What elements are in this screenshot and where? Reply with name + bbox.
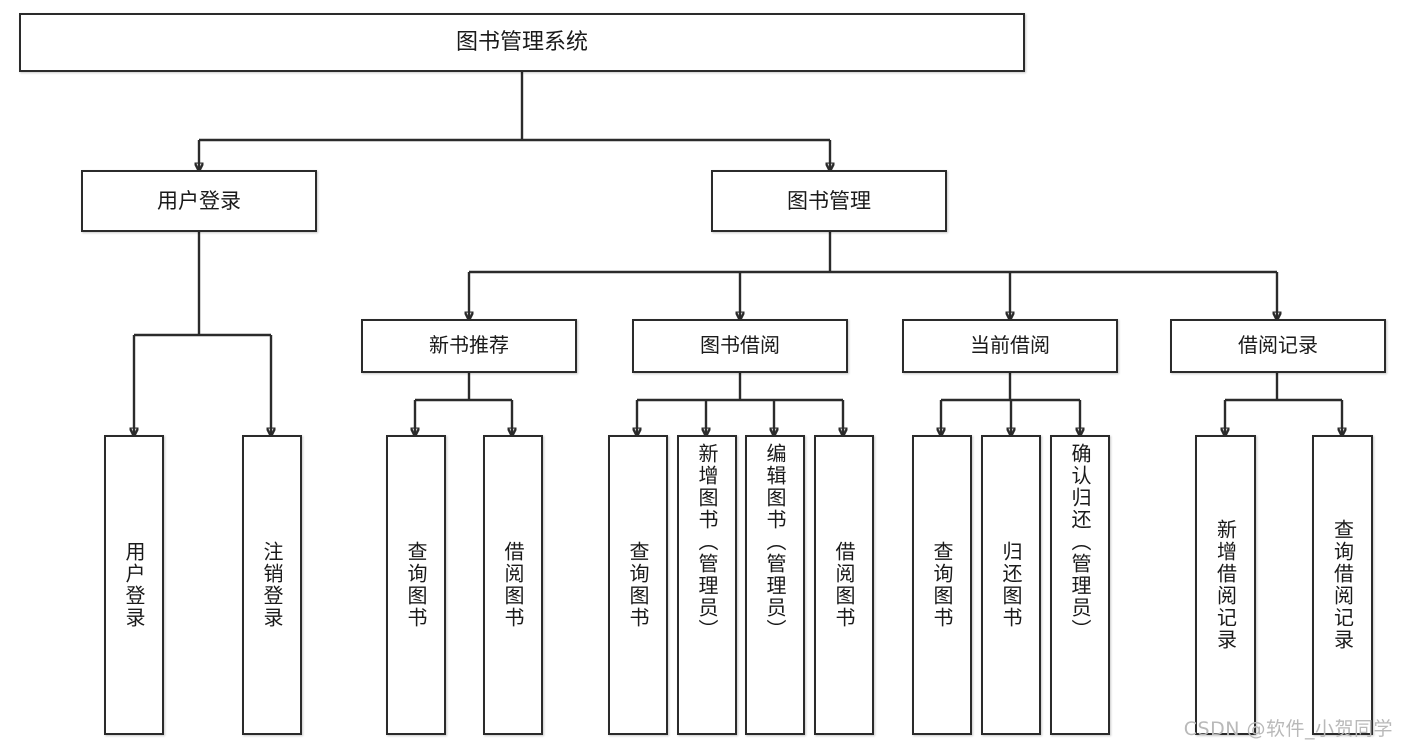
node-label: 图书管理系统	[455, 29, 588, 55]
node-borrow-record[interactable]: 借阅记录	[1170, 319, 1386, 373]
node-label: 借阅图书	[501, 541, 525, 629]
node-label: 查询借阅记录	[1330, 519, 1355, 651]
node-label: 编辑图书（管理员）	[763, 443, 787, 641]
node-leaf-edit-book-admin[interactable]: 编辑图书（管理员）	[745, 435, 805, 735]
node-leaf-return-book[interactable]: 归还图书	[981, 435, 1041, 735]
node-leaf-user-logout[interactable]: 注销登录	[242, 435, 302, 735]
node-label: 新书推荐	[429, 333, 509, 358]
node-leaf-user-login[interactable]: 用户登录	[104, 435, 164, 735]
node-user-login[interactable]: 用户登录	[81, 170, 317, 232]
node-label: 新增借阅记录	[1213, 519, 1238, 651]
node-leaf-query-book-borrow[interactable]: 查询图书	[608, 435, 668, 735]
node-root-book-management-system[interactable]: 图书管理系统	[19, 13, 1025, 72]
node-label: 借阅记录	[1238, 333, 1318, 358]
node-new-book-recommendation[interactable]: 新书推荐	[361, 319, 577, 373]
node-leaf-borrow-book[interactable]: 借阅图书	[814, 435, 874, 735]
node-label: 借阅图书	[832, 541, 856, 629]
node-leaf-add-book-admin[interactable]: 新增图书（管理员）	[677, 435, 737, 735]
node-label: 归还图书	[999, 541, 1023, 629]
node-label: 注销登录	[260, 541, 284, 629]
node-label: 查询图书	[404, 541, 428, 629]
node-leaf-confirm-return-admin[interactable]: 确认归还（管理员）	[1050, 435, 1110, 735]
node-label: 查询图书	[930, 541, 954, 629]
node-label: 图书管理	[787, 188, 871, 213]
node-label: 确认归还（管理员）	[1068, 443, 1092, 641]
node-leaf-query-borrow-record[interactable]: 查询借阅记录	[1312, 435, 1373, 735]
watermark-text: CSDN @软件_小贺同学	[1183, 718, 1393, 740]
node-label: 用户登录	[122, 541, 146, 629]
node-current-borrow[interactable]: 当前借阅	[902, 319, 1118, 373]
node-book-manage[interactable]: 图书管理	[711, 170, 947, 232]
node-leaf-add-borrow-record[interactable]: 新增借阅记录	[1195, 435, 1256, 735]
node-label: 当前借阅	[970, 333, 1050, 358]
node-leaf-query-book-recommendation[interactable]: 查询图书	[386, 435, 446, 735]
node-label: 查询图书	[626, 541, 650, 629]
node-label: 用户登录	[157, 188, 241, 213]
node-label: 图书借阅	[700, 333, 780, 358]
node-label: 新增图书（管理员）	[695, 443, 719, 641]
node-leaf-borrow-book-recommendation[interactable]: 借阅图书	[483, 435, 543, 735]
node-leaf-query-book-current[interactable]: 查询图书	[912, 435, 972, 735]
node-book-borrow[interactable]: 图书借阅	[632, 319, 848, 373]
